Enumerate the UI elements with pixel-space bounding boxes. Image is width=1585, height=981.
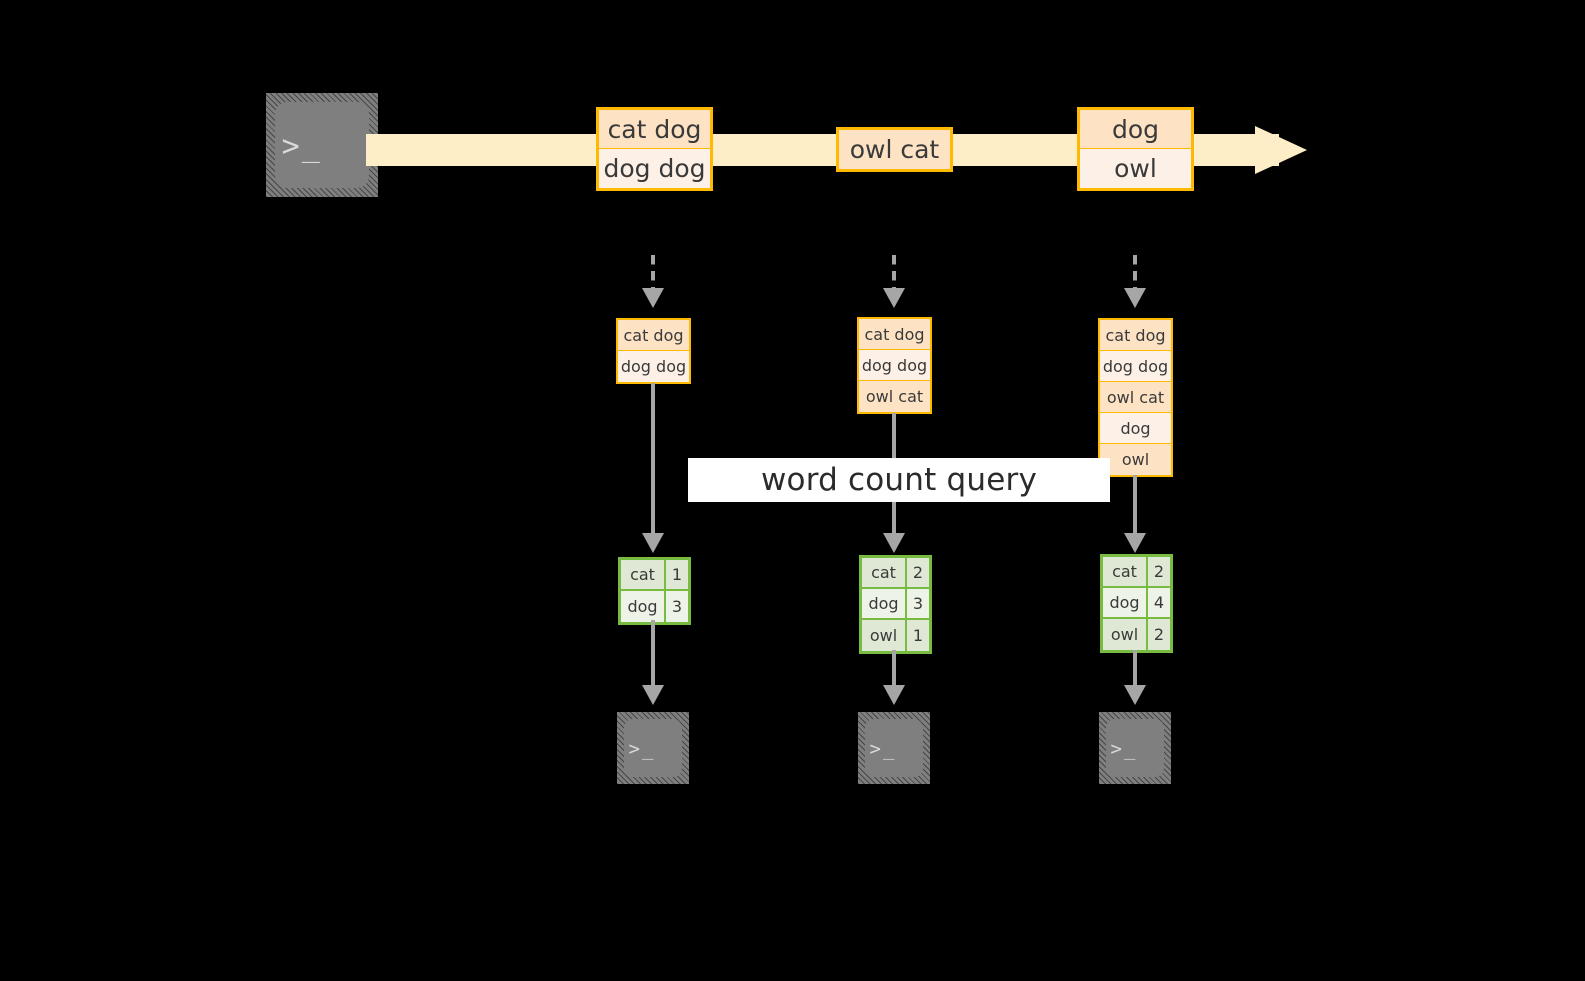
result-count: 3: [912, 594, 924, 613]
accumulated-line: owl cat: [859, 381, 930, 412]
result-count: 1: [912, 626, 924, 645]
terminal-prompt-glyph: >_: [1110, 737, 1138, 760]
batch-line: dog: [1080, 110, 1191, 149]
sink-connector-1: [651, 620, 655, 690]
result-word: dog: [862, 589, 907, 618]
accumulated-line: dog dog: [1100, 351, 1171, 382]
result-word: owl: [862, 620, 907, 651]
terminal-prompt-glyph: >_: [281, 128, 322, 164]
accumulated-input-2: cat dog dog dog owl cat: [857, 317, 932, 414]
dashed-connector-2: [892, 255, 896, 290]
terminal-screen: [275, 102, 369, 188]
accumulated-input-1: cat dog dog dog: [616, 318, 691, 384]
accumulated-line: dog: [1100, 413, 1171, 444]
sink-arrowhead-2: [883, 685, 905, 705]
batch-line: cat dog: [599, 110, 710, 149]
sink-arrowhead-3: [1124, 685, 1146, 705]
query-arrowhead-1: [642, 533, 664, 553]
result-count: 4: [1153, 593, 1165, 612]
result-table-3: cat 2 dog 4 owl 2: [1100, 554, 1173, 653]
result-count: 2: [1153, 562, 1165, 581]
query-connector-3: [1133, 475, 1137, 538]
result-table-1: cat 1 dog 3: [618, 557, 691, 625]
source-terminal-icon: >_: [266, 93, 378, 197]
batch-line: owl cat: [839, 130, 950, 169]
table-row: dog 3: [862, 589, 929, 620]
terminal-screen: [1106, 719, 1164, 777]
table-row: cat 2: [862, 558, 929, 589]
accumulated-line: dog dog: [618, 351, 689, 382]
dashed-arrowhead-2: [883, 288, 905, 308]
terminal-screen: [865, 719, 923, 777]
batch-line: owl: [1080, 149, 1191, 188]
result-count: 2: [912, 563, 924, 582]
accumulated-line: cat dog: [859, 319, 930, 350]
sink-terminal-icon-3: >_: [1099, 712, 1171, 784]
table-row: owl 2: [1103, 619, 1170, 650]
stream-batch-1: cat dog dog dog: [596, 107, 713, 191]
table-row: cat 2: [1103, 557, 1170, 588]
table-row: dog 4: [1103, 588, 1170, 619]
table-row: dog 3: [621, 591, 688, 622]
result-word: dog: [1103, 588, 1148, 617]
sink-connector-2: [892, 650, 896, 692]
accumulated-line: cat dog: [618, 320, 689, 351]
sink-arrowhead-1: [642, 685, 664, 705]
result-count: 3: [671, 597, 683, 616]
result-count: 1: [671, 565, 683, 584]
dashed-arrowhead-1: [642, 288, 664, 308]
result-word: owl: [1103, 619, 1148, 650]
result-word: cat: [621, 560, 666, 589]
dashed-connector-3: [1133, 255, 1137, 290]
result-word: dog: [621, 591, 666, 622]
query-arrowhead-3: [1124, 533, 1146, 553]
accumulated-line: owl cat: [1100, 382, 1171, 413]
result-count: 2: [1153, 625, 1165, 644]
query-label: word count query: [688, 458, 1110, 502]
stream-arrow-head: [1255, 126, 1307, 174]
dashed-connector-1: [651, 255, 655, 290]
table-row: owl 1: [862, 620, 929, 651]
terminal-prompt-glyph: >_: [869, 737, 897, 760]
sink-connector-3: [1133, 650, 1137, 692]
terminal-prompt-glyph: >_: [628, 737, 656, 760]
result-table-2: cat 2 dog 3 owl 1: [859, 555, 932, 654]
result-word: cat: [1103, 557, 1148, 586]
terminal-screen: [624, 719, 682, 777]
sink-terminal-icon-2: >_: [858, 712, 930, 784]
sink-terminal-icon-1: >_: [617, 712, 689, 784]
accumulated-line: owl: [1100, 444, 1171, 475]
table-row: cat 1: [621, 560, 688, 591]
dashed-arrowhead-3: [1124, 288, 1146, 308]
batch-line: dog dog: [599, 149, 710, 188]
accumulated-input-3: cat dog dog dog owl cat dog owl: [1098, 318, 1173, 477]
stream-batch-2: owl cat: [836, 127, 953, 172]
accumulated-line: cat dog: [1100, 320, 1171, 351]
accumulated-line: dog dog: [859, 350, 930, 381]
query-arrowhead-2: [883, 533, 905, 553]
stream-batch-3: dog owl: [1077, 107, 1194, 191]
result-word: cat: [862, 558, 907, 587]
query-connector-1: [651, 383, 655, 538]
